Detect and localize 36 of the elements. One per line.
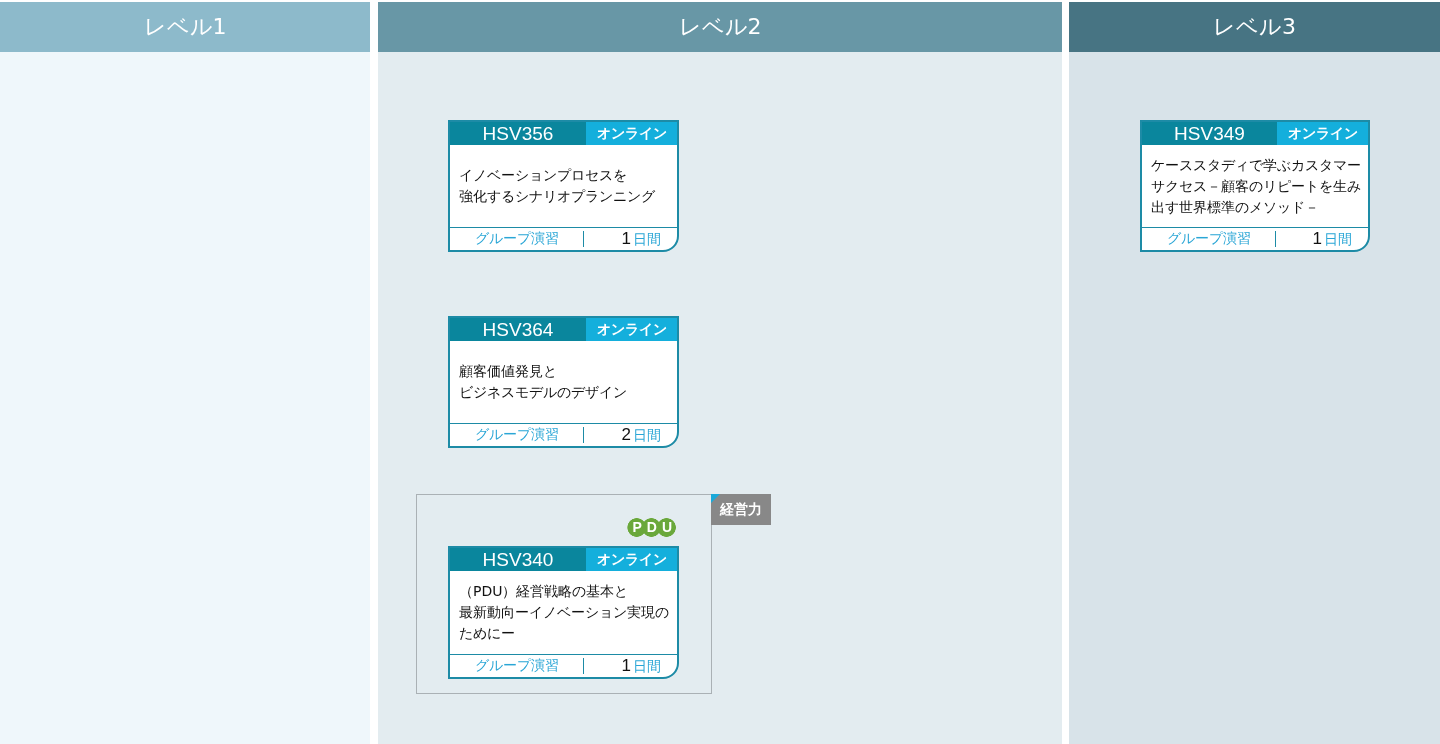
duration-unit: 日間 — [1324, 231, 1352, 249]
online-badge: オンライン — [1277, 122, 1368, 145]
level-header: レベル3 — [1069, 2, 1440, 52]
course-title: （PDU）経営戦略の基本と最新動向ーイノベーション実現のためにー — [459, 582, 670, 643]
level-column — [0, 2, 370, 744]
level-column — [1069, 2, 1440, 744]
online-badge: オンライン — [586, 318, 677, 341]
duration-unit: 日間 — [633, 658, 661, 676]
level-header: レベル2 — [378, 2, 1062, 52]
format-label: グループ演習 — [473, 426, 560, 444]
course-code: HSV349 — [1142, 122, 1277, 145]
duration-unit: 日間 — [633, 427, 661, 445]
duration-value: 2 — [621, 425, 631, 445]
online-badge: オンライン — [586, 122, 677, 145]
pdu-badge: PDU — [627, 518, 677, 537]
category-tag: 経営力 — [711, 494, 771, 525]
level-column — [378, 2, 1062, 744]
course-card — [448, 546, 679, 679]
level-header: レベル1 — [0, 2, 370, 52]
duration-unit: 日間 — [633, 231, 661, 249]
course-card — [448, 120, 679, 252]
course-code: HSV356 — [450, 122, 586, 145]
course-card — [448, 316, 679, 448]
course-title: ケーススタディで学ぶカスタマーサクセス－顧客のリピートを生み出す世界標準のメソッド－ — [1151, 155, 1362, 217]
course-title: イノベーションプロセスを強化するシナリオプランニング — [459, 166, 656, 206]
course-title: 顧客価値発見とビジネスモデルのデザイン — [459, 362, 628, 402]
course-code: HSV340 — [450, 548, 586, 571]
course-code: HSV364 — [450, 318, 586, 341]
duration-value: 1 — [621, 656, 631, 676]
course-card — [1140, 120, 1370, 252]
format-label: グループ演習 — [1165, 230, 1252, 248]
format-label: グループ演習 — [473, 657, 560, 675]
duration-value: 1 — [621, 229, 631, 249]
duration-value: 1 — [1312, 229, 1322, 249]
format-label: グループ演習 — [473, 230, 560, 248]
online-badge: オンライン — [586, 548, 677, 571]
